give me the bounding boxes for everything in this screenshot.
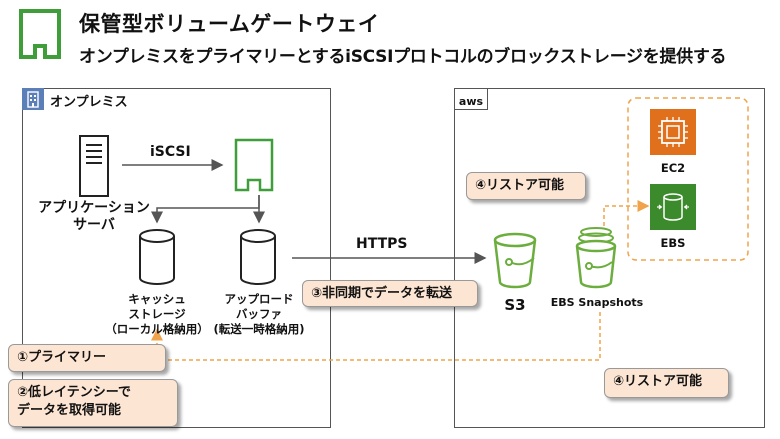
https-label: HTTPS <box>356 236 408 252</box>
s3-label: S3 <box>504 296 526 314</box>
gateway-logo-icon <box>18 8 62 60</box>
note-async: ③非同期でデータを転送 <box>302 280 478 307</box>
ec2-ebs-group <box>627 97 749 261</box>
application-server-icon <box>79 135 109 197</box>
note-restore-top: ④リストア可能 <box>466 172 586 200</box>
page-subtitle: オンプレミスをプライマリーとするiSCSIプロトコルのブロックストレージを提供す… <box>79 47 727 67</box>
page-title: 保管型ボリュームゲートウェイ <box>79 12 380 36</box>
upload-buffer-label: アップロード バッファ (転送一時格納用) <box>213 292 305 336</box>
gateway-to-cache-arrow <box>151 195 260 224</box>
aws-logo-icon: aws <box>454 88 488 110</box>
building-icon <box>22 88 44 110</box>
iscsi-label: iSCSI <box>150 144 191 160</box>
upload-buffer-icon <box>240 229 276 285</box>
cache-storage-icon <box>139 229 175 285</box>
ebs-snapshots-icon <box>575 227 617 289</box>
ebs-label: EBS <box>660 236 686 250</box>
s3-bucket-icon <box>493 232 537 289</box>
ebs-snapshots-label: EBS Snapshots <box>550 296 644 309</box>
snapshot-to-ebs-arrow <box>603 200 650 226</box>
note-low-latency: ②低レイテンシーで データを取得可能 <box>8 379 178 427</box>
ebs-icon <box>650 184 696 230</box>
volume-gateway-icon <box>234 138 274 192</box>
ec2-label: EC2 <box>660 161 686 175</box>
app-server-label: アプリケーション サーバ <box>38 200 150 233</box>
note-primary: ①プライマリー <box>8 344 166 372</box>
note-restore-bottom: ④リストア可能 <box>604 368 729 398</box>
ec2-icon <box>650 109 696 155</box>
onprem-label: オンプレミス <box>50 95 128 110</box>
aws-logo-text: aws <box>458 95 484 108</box>
cache-storage-label: キャッシュ ストレージ （ローカル格納用） <box>105 292 209 336</box>
